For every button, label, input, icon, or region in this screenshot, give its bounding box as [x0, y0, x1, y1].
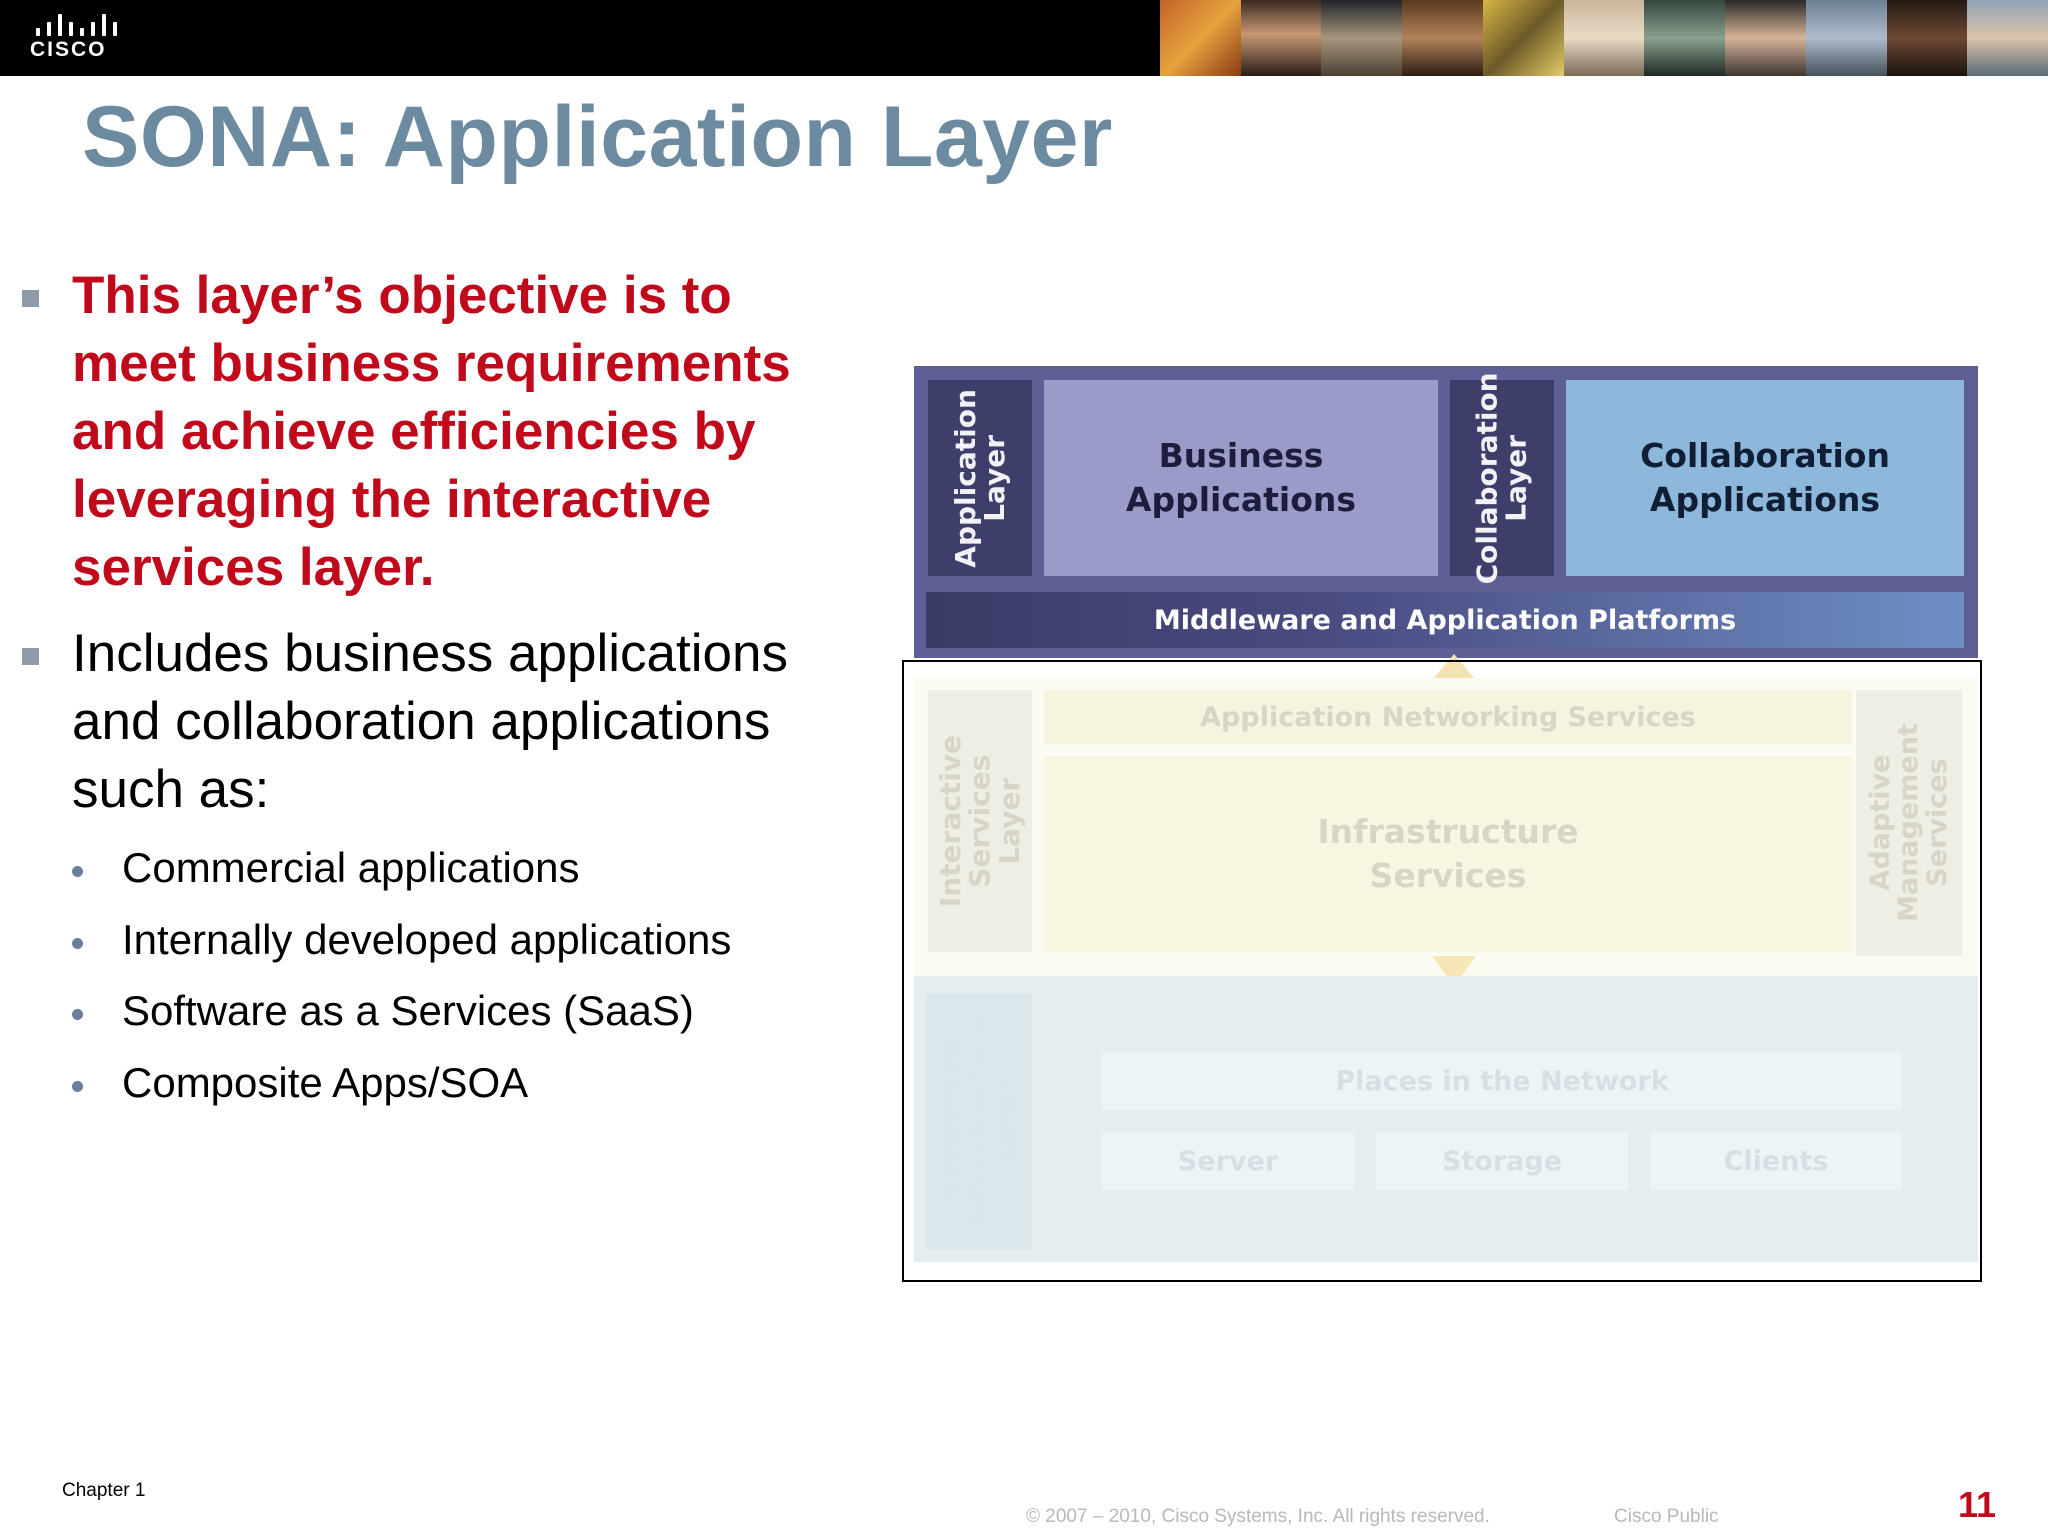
application-networking-box: Application Networking Services — [1044, 690, 1852, 744]
sub-item: Internally developed applications — [122, 916, 732, 963]
networked-infrastructure-block: Networked Infrastructure Layer Places in… — [914, 976, 1978, 1262]
infrastructure-services-box: Infrastructure Services — [1044, 756, 1852, 952]
application-layer-block: Application Layer Business Applications … — [914, 366, 1978, 658]
bullet-2-line-2: and collaboration applications — [72, 692, 771, 751]
application-layer-label: Application Layer — [928, 380, 1032, 576]
header-bar: CISCO — [0, 0, 2048, 76]
collaboration-layer-label: Collaboration Layer — [1450, 372, 1554, 584]
middleware-bar: Middleware and Application Platforms — [926, 592, 1964, 648]
interactive-services-block: Interactive Services Layer Application N… — [914, 678, 1978, 988]
cisco-logo: CISCO — [30, 12, 130, 66]
interactive-services-label: Interactive Services Layer — [928, 690, 1032, 952]
slide-title: SONA: Application Layer — [82, 89, 1113, 185]
chapter-label: Chapter 1 — [62, 1480, 146, 1501]
bullet-1-line-3: and achieve efficiencies by — [72, 402, 756, 461]
square-bullet-icon — [22, 648, 39, 665]
bullet-2-line-3: such as: — [72, 760, 270, 819]
server-box: Server — [1102, 1132, 1354, 1190]
clients-box: Clients — [1650, 1132, 1902, 1190]
classification-label: Cisco Public — [1614, 1506, 1719, 1527]
square-bullet-icon — [22, 290, 39, 307]
dot-bullet-icon — [72, 866, 83, 877]
highlight-frame — [902, 660, 1982, 1282]
places-in-network-box: Places in the Network — [1102, 1052, 1902, 1110]
page-number: 11 — [1958, 1484, 1997, 1525]
dot-bullet-icon — [72, 1081, 83, 1092]
sub-item: Composite Apps/SOA — [122, 1059, 529, 1106]
bullet-1-line-4: leveraging the interactive — [72, 470, 712, 529]
adaptive-management-label: Adaptive Management Services — [1856, 690, 1962, 956]
dot-bullet-icon — [72, 938, 83, 949]
bullet-2-line-1: Includes business applications — [72, 624, 788, 683]
business-applications-box: Business Applications — [1044, 380, 1438, 576]
up-arrow-icon — [1432, 654, 1476, 680]
bullet-1-line-2: meet business requirements — [72, 334, 791, 393]
storage-box: Storage — [1376, 1132, 1628, 1190]
networked-infrastructure-label: Networked Infrastructure Layer — [926, 994, 1032, 1250]
bullet-1-line-5: services layer. — [72, 538, 435, 597]
sona-architecture-diagram: Application Layer Business Applications … — [902, 364, 1982, 1282]
people-photo-strip — [1160, 0, 2048, 76]
bullet-1-line-1: This layer’s objective is to — [72, 266, 732, 325]
logo-text: CISCO — [30, 38, 107, 61]
sub-item: Commercial applications — [122, 844, 580, 891]
collaboration-applications-box: Collaboration Applications — [1566, 380, 1964, 576]
sub-item: Software as a Services (SaaS) — [122, 987, 694, 1034]
cisco-logo-bars-icon — [34, 14, 117, 36]
dot-bullet-icon — [72, 1009, 83, 1020]
copyright-text: © 2007 – 2010, Cisco Systems, Inc. All r… — [1026, 1506, 1490, 1527]
